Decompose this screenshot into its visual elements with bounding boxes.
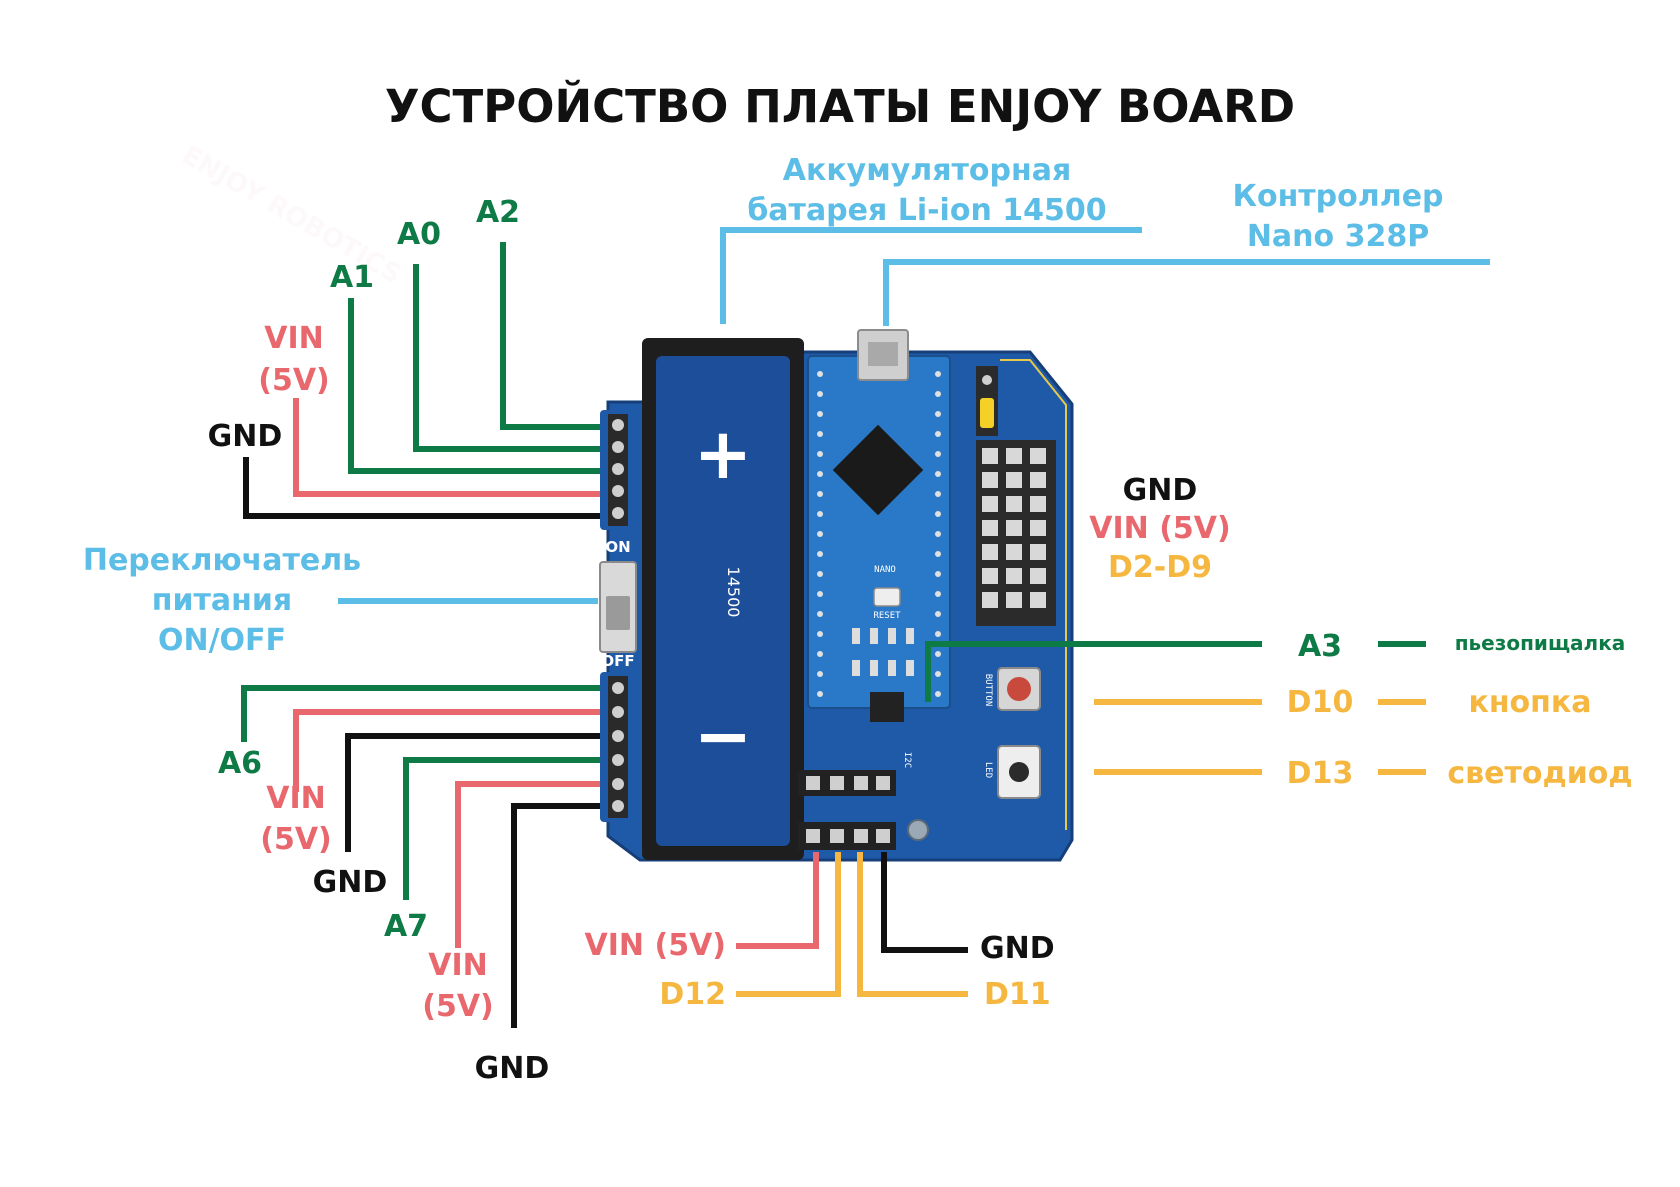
i2c-label: I2C [902, 752, 912, 768]
battery-holder: + − 14500 [642, 338, 804, 860]
label-controller-1: Контроллер [1232, 179, 1443, 214]
onboard-led: LED [983, 745, 1041, 799]
label-a3-desc: пьезопищалка [1455, 631, 1626, 655]
led-label: LED [983, 762, 993, 778]
tactile-button-icon [1007, 677, 1031, 701]
label-battery-1: Аккумуляторная [783, 153, 1072, 188]
switch-on-label: ON [605, 538, 630, 556]
wire-bottom-d11 [857, 852, 968, 997]
switch-off-label: OFF [601, 652, 634, 670]
label-right-d2d9: D2-D9 [1108, 550, 1212, 585]
label-d13-desc: светодиод [1447, 756, 1632, 791]
wire-bottom-d12 [736, 852, 841, 997]
label-d13: D13 [1287, 756, 1354, 791]
label-gnd-l1: GND [313, 865, 388, 900]
label-d10-desc: кнопка [1468, 685, 1591, 720]
battery-model: 14500 [724, 567, 743, 618]
wire-a2 [500, 242, 600, 430]
label-switch-2: питания [152, 583, 292, 618]
nano-pins-left [817, 371, 823, 697]
label-bottom-gnd: GND [980, 931, 1055, 966]
label-d10: D10 [1287, 685, 1354, 720]
wire-a6 [241, 685, 600, 742]
watermark: ENJOY ROBOTICS [177, 140, 407, 290]
label-a3: A3 [1298, 629, 1342, 664]
wire-bottom-vin [736, 852, 819, 949]
left-header-top [600, 410, 636, 530]
label-a2: A2 [476, 195, 520, 230]
label-controller-2: Nano 328P [1247, 219, 1429, 254]
wire-bottom-gnd [881, 852, 968, 953]
wire-a0 [413, 264, 600, 452]
label-vin-l2-2: (5V) [422, 989, 494, 1024]
wire-vin-l1 [293, 709, 600, 792]
label-vin-top-2: (5V) [258, 363, 330, 398]
label-bottom-vin: VIN (5V) [585, 928, 726, 963]
label-gnd-top: GND [208, 419, 283, 454]
wire-gnd-l2 [511, 803, 600, 1028]
wire-gnd-top [243, 457, 600, 519]
label-battery-2: батарея Li-ion 14500 [747, 193, 1106, 228]
label-vin-l1-1: VIN [266, 781, 326, 816]
right-pin-block [976, 366, 1056, 626]
label-bottom-d12: D12 [659, 977, 726, 1012]
label-gnd-l2: GND [475, 1051, 550, 1086]
label-right-gnd: GND [1123, 473, 1198, 508]
bottom-header [798, 819, 929, 850]
labels: A2 A0 A1 VIN (5V) GND Аккумуляторная бат… [83, 153, 1633, 1086]
wire-vin-top [293, 398, 600, 497]
onboard-button: BUTTON [983, 667, 1041, 711]
label-a1: A1 [330, 260, 374, 295]
wire-a1 [348, 298, 600, 474]
label-right-vin: VIN (5V) [1089, 511, 1230, 546]
label-vin-l2-1: VIN [428, 948, 488, 983]
reset-label: RESET [873, 611, 901, 621]
wire-vin-l2 [455, 781, 600, 948]
mcu-chip [832, 424, 924, 516]
i2c-header: I2C [798, 752, 912, 796]
label-a7: A7 [384, 909, 428, 944]
nano-controller: NANO RESET [807, 329, 951, 722]
wire-a3 [925, 641, 1262, 702]
wire-gnd-l1 [345, 733, 600, 852]
label-a0: A0 [397, 217, 441, 252]
wire-a7 [403, 757, 600, 900]
battery-minus-icon: − [694, 695, 753, 777]
label-vin-l1-2: (5V) [260, 822, 332, 857]
label-switch-3: ON/OFF [158, 623, 286, 658]
wires [241, 227, 1490, 1028]
nano-pins-right [935, 371, 941, 697]
label-bottom-d11: D11 [984, 977, 1051, 1012]
wire-controller [883, 259, 1490, 326]
power-switch[interactable]: ON OFF [599, 538, 637, 670]
label-a6: A6 [218, 746, 262, 781]
page-title: УСТРОЙСТВО ПЛАТЫ ENJOY BOARD [385, 80, 1295, 133]
wire-battery [720, 227, 1142, 324]
label-switch-1: Переключатель [83, 543, 361, 578]
label-vin-top-1: VIN [264, 321, 324, 356]
led-icon [1009, 762, 1029, 782]
reset-button-icon [873, 587, 901, 607]
watermark-text: ENJOY ROBOTICS [177, 140, 407, 290]
left-header-bottom [600, 672, 636, 822]
button-label: BUTTON [983, 674, 993, 707]
battery-plus-icon: + [694, 413, 753, 495]
nano-label: NANO [874, 565, 896, 575]
